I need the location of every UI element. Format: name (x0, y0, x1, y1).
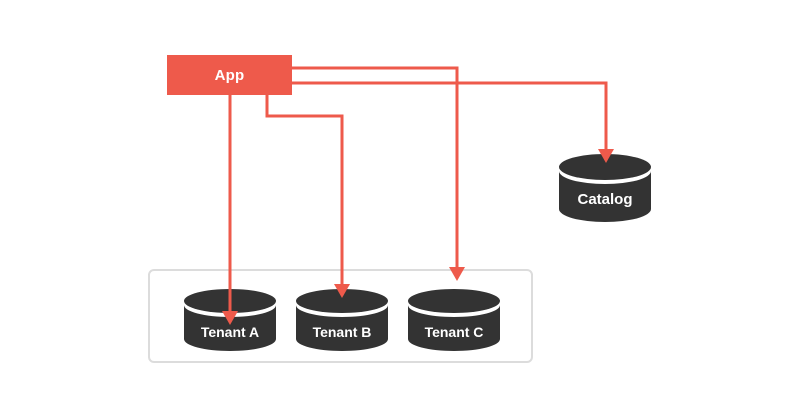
cylinder-body (408, 305, 500, 351)
tenant-c-database-cylinder: Tenant C (408, 289, 500, 351)
app-node: App (167, 55, 292, 95)
arrow-app-to-tenant-b (265, 95, 350, 298)
catalog-database-cylinder: Catalog (559, 154, 651, 222)
arrow-line (292, 81, 608, 150)
arrow-line (265, 95, 344, 285)
catalog-label: Catalog (577, 191, 632, 208)
cylinder-lid (296, 289, 388, 313)
tenant-a-label: Tenant A (201, 324, 259, 340)
tenant-b-label: Tenant B (313, 324, 372, 340)
tenant-a-database-cylinder: Tenant A (184, 289, 276, 351)
arrow-app-to-tenant-c (292, 66, 465, 281)
cylinder-body (184, 305, 276, 351)
app-label: App (214, 66, 245, 84)
cylinder-body (296, 305, 388, 351)
tenant-b-database-cylinder: Tenant B (296, 289, 388, 351)
cylinder-lid (559, 154, 651, 180)
cylinder-lid (408, 289, 500, 313)
cylinder-body (559, 171, 651, 222)
tenant-c-label: Tenant C (425, 324, 484, 340)
arrow-line (292, 66, 459, 268)
cylinder-lid (184, 289, 276, 313)
arrow-app-to-catalog (292, 81, 614, 163)
